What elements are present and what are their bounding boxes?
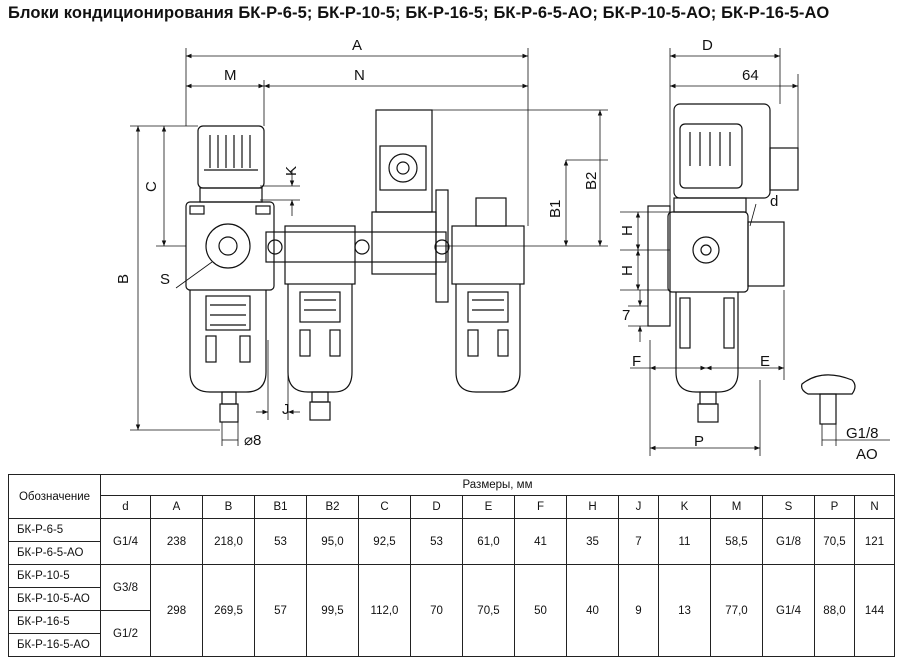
page-title: Блоки кондиционирования БК-Р-6-5; БК-Р-1… — [8, 4, 830, 22]
table-cell: G1/4 — [762, 564, 815, 657]
table-cell: 53 — [254, 518, 307, 565]
table-cell: 9 — [618, 564, 659, 657]
column-header: J — [618, 495, 659, 519]
column-header: B2 — [306, 495, 359, 519]
dim-label-j: J — [282, 401, 290, 418]
column-header: S — [762, 495, 815, 519]
table-cell: 40 — [566, 564, 619, 657]
technical-drawing: A M N C K B B2 B1 S J ⌀8 — [115, 37, 890, 463]
table-cell: 238 — [150, 518, 203, 565]
model-name: БК-Р-16-5-АО — [8, 633, 101, 657]
dim-label-e: E — [760, 353, 770, 370]
front-dimensions — [130, 48, 608, 446]
dim-label-d-side: D — [702, 37, 713, 54]
table-cell: 298 — [150, 564, 203, 657]
column-header: d — [100, 495, 151, 519]
dim-label-c: C — [143, 181, 160, 192]
designation-header: Обозначение — [8, 474, 101, 519]
model-name: БК-Р-16-5 — [8, 610, 101, 634]
column-header: E — [462, 495, 515, 519]
table-row: БК-Р-16-5-АО — [8, 633, 895, 657]
dim-label-k: K — [283, 166, 300, 176]
table-cell: 99,5 — [306, 564, 359, 657]
table-cell: 13 — [658, 564, 711, 657]
dim-label-h-upper: H — [619, 225, 636, 236]
table-row: БК-Р-6-5 G1/4 238 218,0 53 95,0 92,5 53 … — [8, 518, 895, 565]
column-header: A — [150, 495, 203, 519]
dim-label-f: F — [632, 353, 641, 370]
dim-label-s: S — [160, 271, 170, 288]
table-cell: G1/4 — [100, 518, 151, 565]
table-cell: 57 — [254, 564, 307, 657]
table-cell: 77,0 — [710, 564, 763, 657]
dim-label-p: P — [694, 433, 704, 450]
table-cell: 95,0 — [306, 518, 359, 565]
column-header: C — [358, 495, 411, 519]
dim-label-64: 64 — [742, 67, 759, 84]
dim-label-ao: AO — [856, 446, 878, 463]
dim-label-h-lower: H — [619, 265, 636, 276]
table-cell: 92,5 — [358, 518, 411, 565]
table-cell: 35 — [566, 518, 619, 565]
dim-label-a: A — [352, 37, 362, 54]
dim-label-b: B — [115, 274, 132, 284]
dim-label-7: 7 — [622, 307, 630, 324]
column-header-row: d A B B1 B2 C D E F H J K M S P N — [9, 495, 895, 519]
table-cell: 41 — [514, 518, 567, 565]
dim-label-d8: ⌀8 — [244, 432, 261, 449]
side-dimensions — [620, 48, 890, 456]
dim-label-d-port: d — [770, 193, 778, 210]
front-view — [185, 109, 525, 423]
side-view — [647, 103, 856, 425]
table-cell: G1/8 — [762, 518, 815, 565]
table-cell: 61,0 — [462, 518, 515, 565]
table-cell: G3/8 — [100, 564, 151, 611]
table-cell: G1/2 — [100, 610, 151, 657]
dim-label-g18: G1/8 — [846, 425, 879, 442]
front-dimension-labels: A M N C K B B2 B1 S J ⌀8 — [115, 37, 600, 449]
column-header: B1 — [254, 495, 307, 519]
dim-label-b2: B2 — [583, 172, 600, 190]
column-header: F — [514, 495, 567, 519]
table-cell: 11 — [658, 518, 711, 565]
dim-label-n: N — [354, 67, 365, 84]
column-header: N — [854, 495, 895, 519]
table-cell: 269,5 — [202, 564, 255, 657]
table-cell: 144 — [854, 564, 895, 657]
model-name: БК-Р-6-5-АО — [8, 541, 101, 565]
column-header: B — [202, 495, 255, 519]
dim-label-b1: B1 — [547, 200, 564, 218]
table-cell: 218,0 — [202, 518, 255, 565]
model-name: БК-Р-10-5 — [8, 564, 101, 588]
table-cell: 70,5 — [462, 564, 515, 657]
side-dimension-labels: D 64 d H H 7 F E P G1/8 AO — [619, 37, 879, 463]
table-cell: 53 — [410, 518, 463, 565]
table-row: БК-Р-6-5-АО — [8, 541, 895, 565]
column-header: K — [658, 495, 711, 519]
model-name: БК-Р-6-5 — [8, 518, 101, 542]
column-header: H — [566, 495, 619, 519]
dimensions-header: Размеры, мм — [100, 474, 895, 496]
model-name: БК-Р-10-5-АО — [8, 587, 101, 611]
column-header: M — [710, 495, 763, 519]
table-row: БК-Р-10-5 G3/8 298 269,5 57 99,5 112,0 7… — [8, 564, 895, 657]
table-cell: 58,5 — [710, 518, 763, 565]
dim-label-m: M — [224, 67, 237, 84]
table-cell: 70,5 — [814, 518, 855, 565]
table-cell: 121 — [854, 518, 895, 565]
table-cell: 50 — [514, 564, 567, 657]
column-header: D — [410, 495, 463, 519]
table-row: БК-Р-16-5 G1/2 — [8, 610, 895, 657]
table-header-row: Обозначение Размеры, мм — [8, 474, 895, 519]
table-cell: 112,0 — [358, 564, 411, 657]
table-cell: 88,0 — [814, 564, 855, 657]
column-header: P — [814, 495, 855, 519]
table-cell: 7 — [618, 518, 659, 565]
specifications-table: Обозначение Размеры, мм d A B B1 B2 C D … — [8, 474, 895, 657]
table-cell: 70 — [410, 564, 463, 657]
